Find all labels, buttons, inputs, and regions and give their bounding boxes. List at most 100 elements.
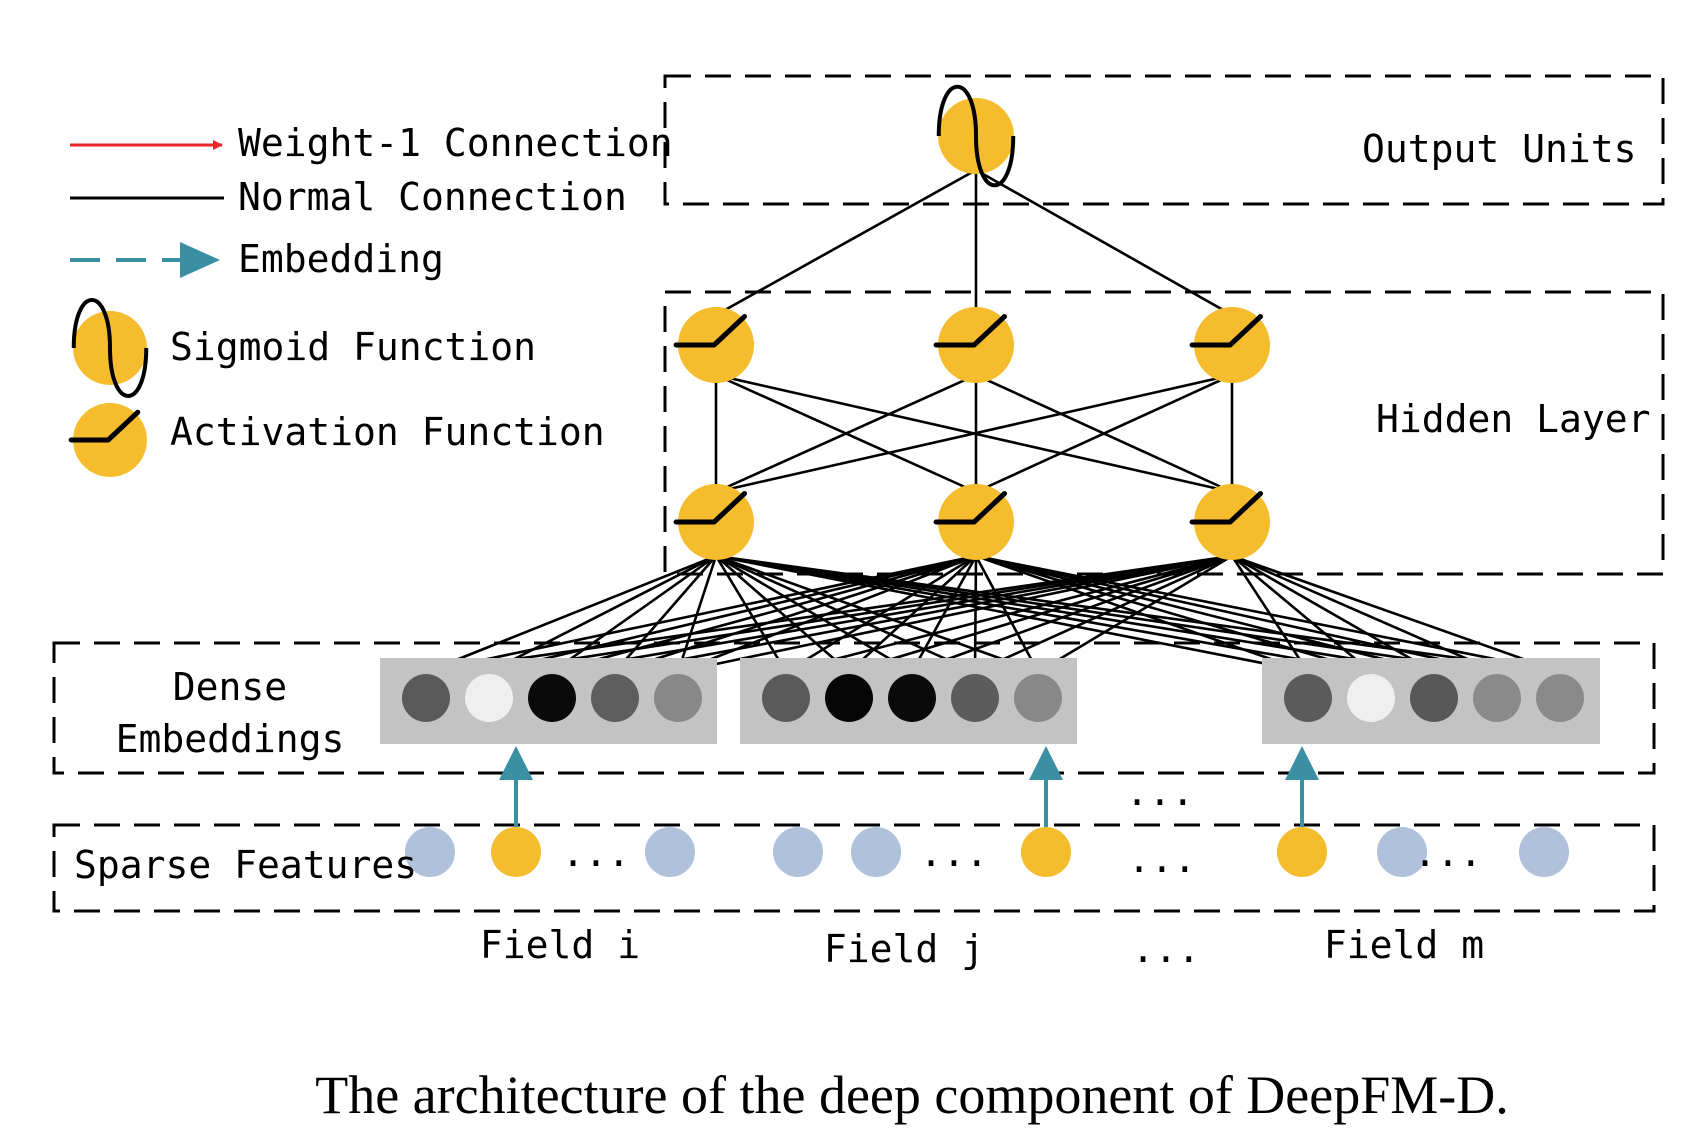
- conn-hidden-dense-1-1: [488, 554, 977, 674]
- sparse-feature-nodes: [405, 746, 1569, 877]
- hidden-top-neuron-1: [933, 307, 1014, 383]
- sparse-inactive-node: [1519, 827, 1569, 877]
- conn-hidden-dense-2-0: [425, 554, 1233, 674]
- conn-hidden-dense-1-0: [425, 554, 977, 674]
- dense-node: [1410, 674, 1458, 722]
- dense-node: [888, 674, 936, 722]
- conn-hidden-dense-0-3: [614, 555, 717, 673]
- conn-hidden-dense-1-13: [975, 554, 1498, 674]
- output-sigmoid-neuron: [936, 85, 1016, 187]
- hidden-top-neuron-2: [1189, 307, 1270, 383]
- legend-weight1-label: Weight-1 Connection: [238, 121, 673, 165]
- conn-hidden-dense-2-13: [1231, 554, 1498, 674]
- legend-activation-label: Activation Function: [170, 410, 605, 454]
- hidden-bottom-neuron-2: [1189, 484, 1270, 560]
- conn-hidden-dense-2-9: [1037, 554, 1233, 674]
- dense-embeddings-box: [52, 641, 1656, 775]
- conn-hidden-dense-1-3: [614, 554, 977, 674]
- conn-hidden-dense-1-5: [785, 554, 977, 674]
- dense-label-line2: Embeddings: [116, 717, 345, 761]
- legend-embedding-label: Embedding: [238, 237, 444, 281]
- ellipsis-sparse-i: ...: [562, 831, 631, 875]
- dense-node: [1536, 674, 1584, 722]
- legend-normal-label: Normal Connection: [238, 175, 627, 219]
- ellipsis-sparse-middle: ...: [1128, 837, 1197, 881]
- sparse-features-label: Sparse Features: [74, 843, 417, 887]
- sparse-inactive-node: [1377, 827, 1427, 877]
- normal-connections: [425, 168, 1561, 674]
- conn-hidden-dense-1-10: [975, 554, 1309, 674]
- dense-node: [1473, 674, 1521, 722]
- conn-hidden-dense-2-12: [1231, 554, 1435, 674]
- dense-node: [591, 674, 639, 722]
- conn-output-hidden-0: [715, 168, 977, 317]
- sparse-features-box: [52, 823, 1656, 913]
- embedding-arrowhead-1: [1029, 746, 1063, 780]
- conn-hidden-dense-2-1: [488, 554, 1233, 674]
- dense-node: [465, 674, 513, 722]
- conn-hidden-dense-2-6: [848, 554, 1233, 674]
- hidden-bottom-neuron-0: [673, 484, 754, 560]
- conn-hidden-dense-0-14: [715, 554, 1561, 674]
- sparse-active-node: [491, 827, 541, 877]
- embedding-arrowhead-0: [499, 746, 533, 780]
- conn-hidden-dense-0-7: [715, 554, 913, 674]
- output-units-label: Output Units: [1362, 127, 1637, 171]
- neurons: [673, 85, 1270, 560]
- conn-hidden-dense-1-7: [910, 555, 978, 673]
- sparse-inactive-node: [773, 827, 823, 877]
- conn-hidden-dense-0-1: [488, 554, 717, 674]
- dense-node: [528, 674, 576, 722]
- legend: Weight-1 Connection Normal Connection Em…: [68, 121, 673, 477]
- ellipsis-between-embeddings: ...: [1126, 770, 1195, 814]
- conn-hidden-dense-0-0: [425, 554, 717, 674]
- hidden-layer-label: Hidden Layer: [1376, 397, 1651, 441]
- sparse-active-node: [1021, 827, 1071, 877]
- field-i-label: Field i: [480, 923, 640, 967]
- dense-node: [1347, 674, 1395, 722]
- dense-node: [825, 674, 873, 722]
- field-m-label: Field m: [1324, 923, 1484, 967]
- sparse-inactive-node: [405, 827, 455, 877]
- dense-node: [402, 674, 450, 722]
- relu-ramp-icon-shape: [68, 403, 147, 477]
- conn-hidden-dense-0-8: [715, 554, 976, 674]
- relu-ramp-icon: [68, 403, 147, 477]
- dense-node: [951, 674, 999, 722]
- conn-hidden-dense-2-14: [1231, 554, 1561, 674]
- figure-caption: The architecture of the deep component o…: [315, 1065, 1509, 1125]
- embedding-arrow-icon: [70, 242, 220, 278]
- conn-hidden-dense-2-2: [551, 554, 1233, 674]
- embedding-arrowhead-2: [1285, 746, 1319, 780]
- conn-hidden-dense-1-8: [973, 555, 978, 673]
- conn-hidden-dense-1-6: [848, 555, 977, 673]
- conn-hidden-2-1: [975, 373, 1233, 494]
- hidden-bottom-neuron-1: [933, 484, 1014, 560]
- conn-hidden-dense-2-3: [614, 554, 1233, 674]
- conn-output-hidden-2: [975, 168, 1233, 317]
- dense-label-line1: Dense: [173, 665, 287, 709]
- conn-hidden-dense-2-11: [1231, 555, 1372, 673]
- ellipsis-fields: ...: [1132, 927, 1201, 971]
- conn-hidden-dense-0-6: [715, 555, 850, 673]
- sparse-active-node: [1277, 827, 1327, 877]
- dense-node: [654, 674, 702, 722]
- ellipsis-sparse-j: ...: [920, 831, 989, 875]
- conn-hidden-dense-1-11: [975, 554, 1372, 674]
- hidden-top-neuron-0: [673, 307, 754, 383]
- sparse-inactive-node: [645, 827, 695, 877]
- conn-hidden-dense-1-12: [975, 554, 1435, 674]
- conn-hidden-dense-1-2: [551, 554, 977, 674]
- conn-hidden-dense-2-7: [911, 554, 1233, 674]
- dense-node: [1014, 674, 1062, 722]
- field-j-label: Field j: [824, 927, 984, 971]
- sparse-inactive-node: [851, 827, 901, 877]
- conn-hidden-dense-2-4: [677, 554, 1233, 674]
- ellipsis-sparse-m: ...: [1414, 831, 1483, 875]
- conn-hidden-dense-2-5: [785, 554, 1233, 674]
- conn-hidden-dense-0-2: [551, 554, 717, 674]
- conn-hidden-dense-2-8: [974, 554, 1233, 674]
- conn-hidden-2-0: [715, 373, 1233, 494]
- output-units-box: [663, 74, 1665, 206]
